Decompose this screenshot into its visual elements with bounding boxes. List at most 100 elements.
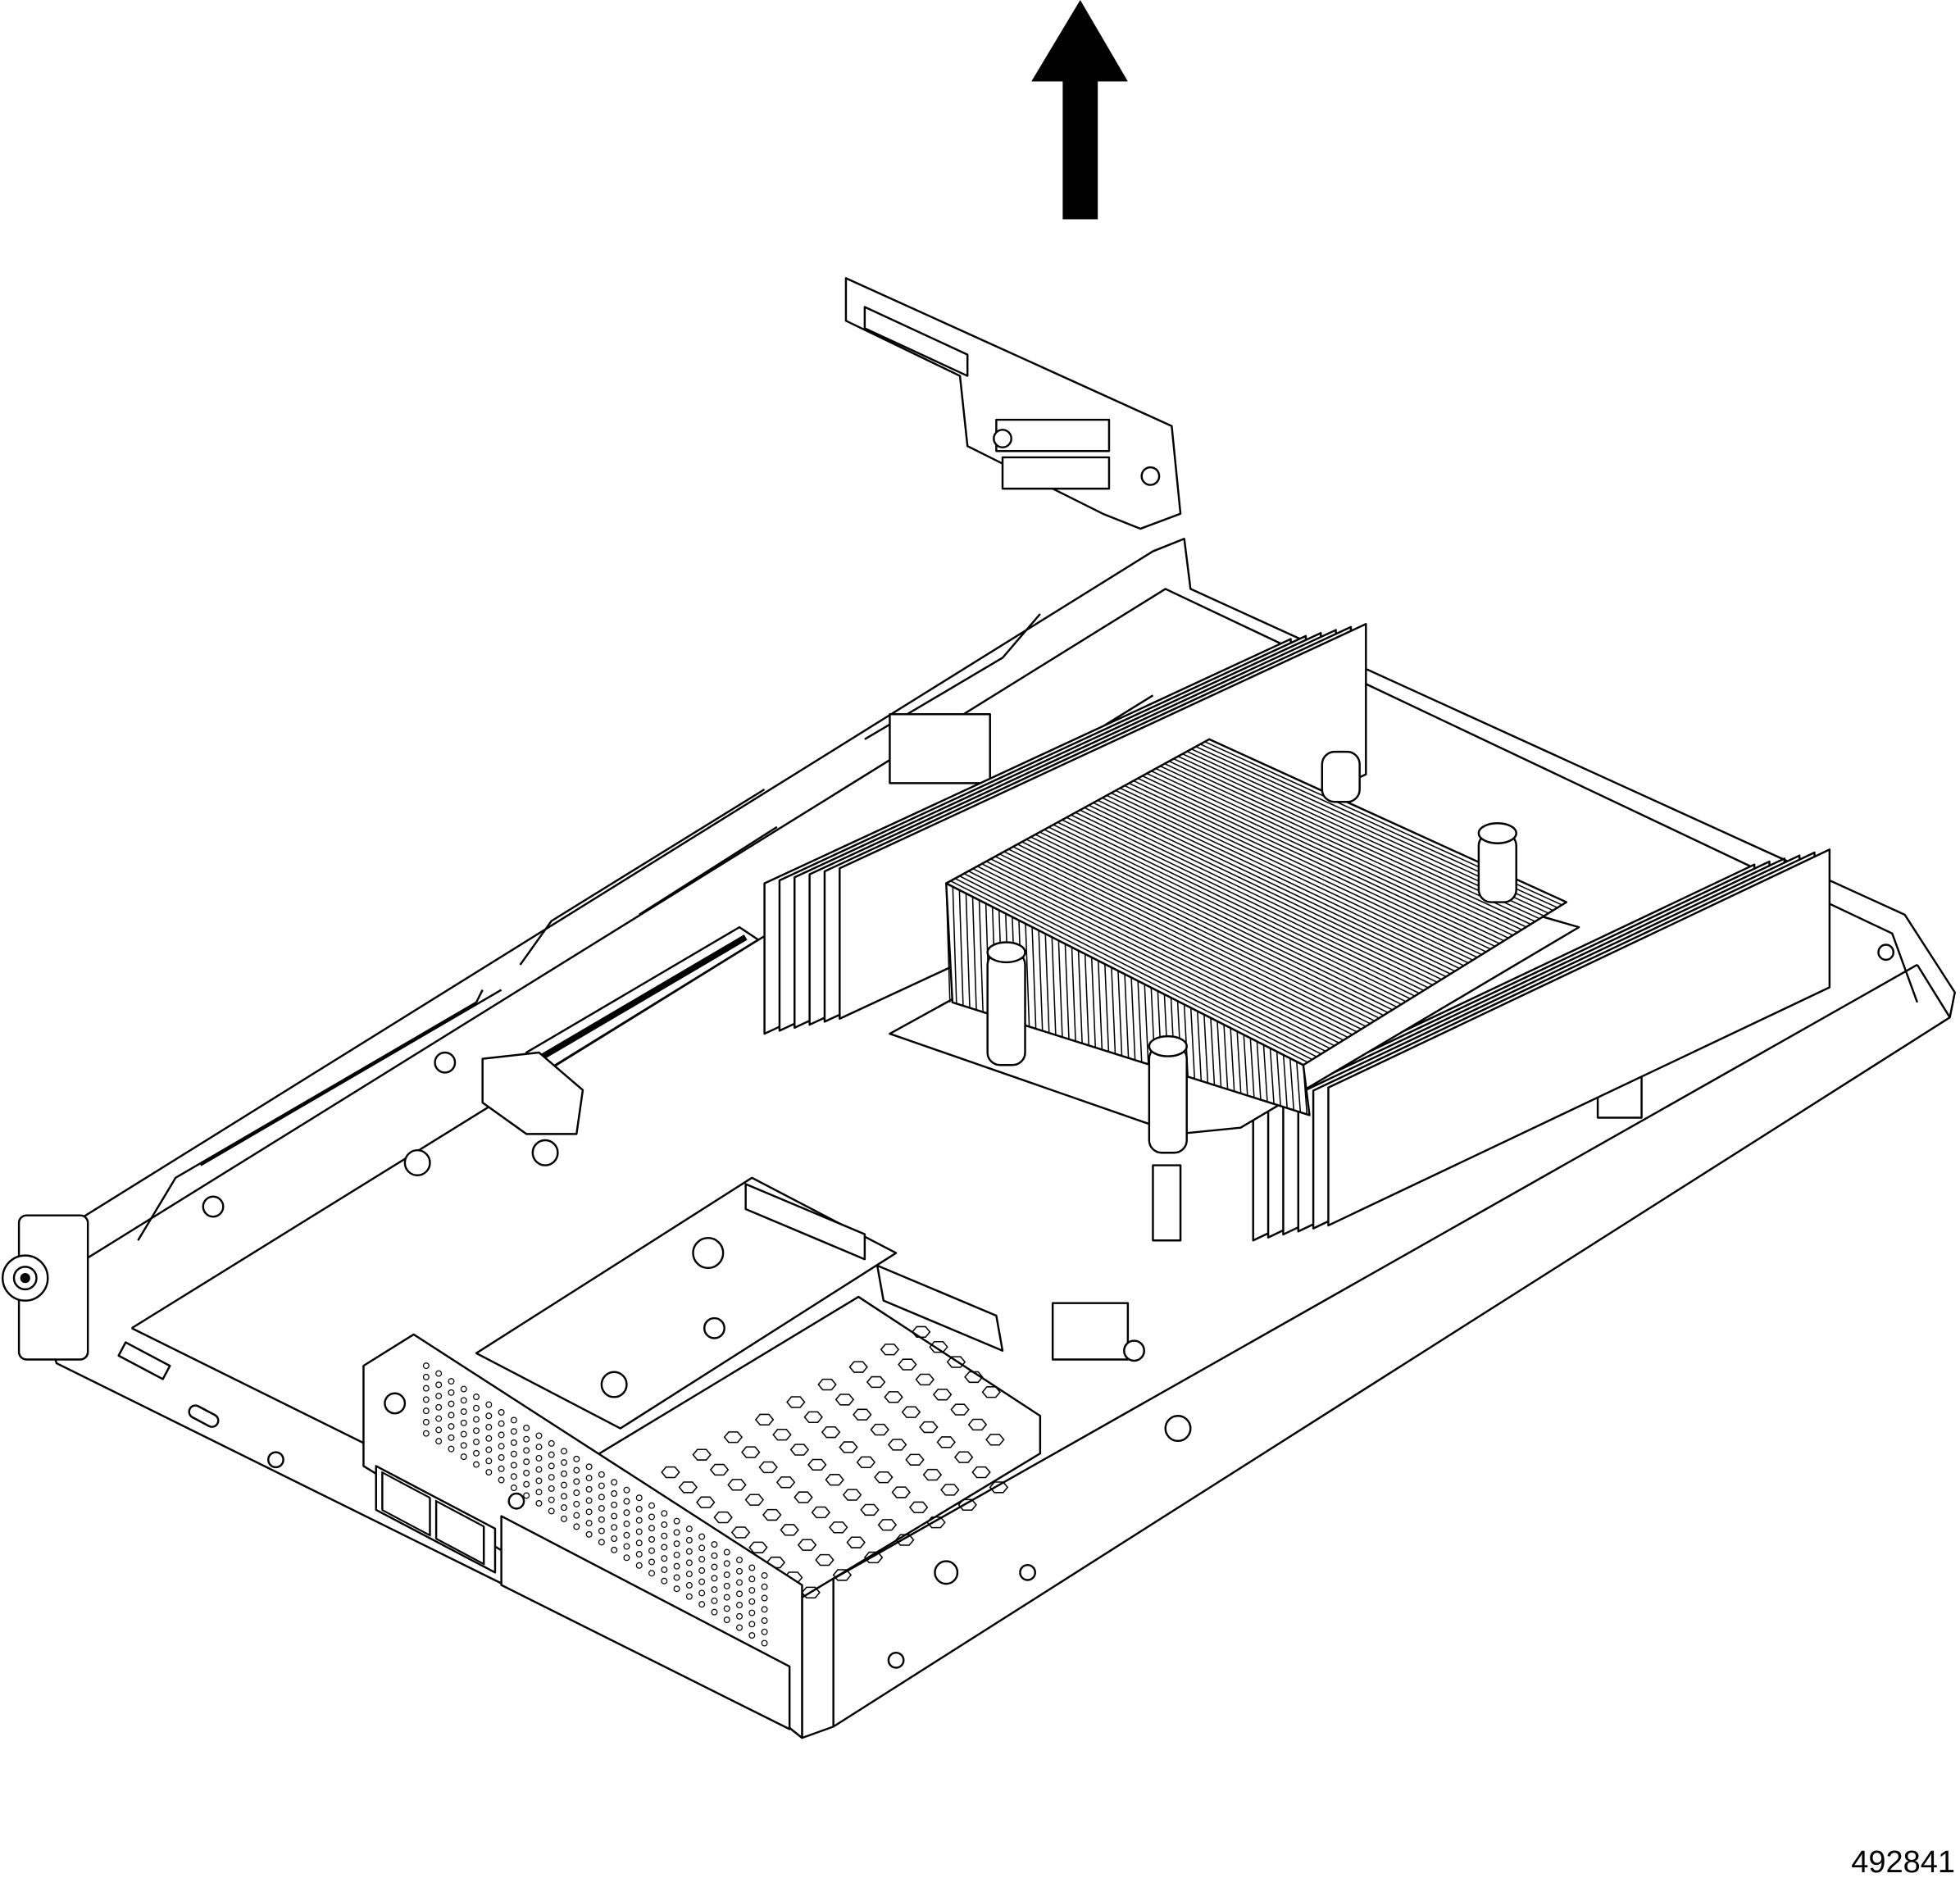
heatsink-screw	[986, 750, 1517, 1242]
perforation	[685, 1593, 693, 1600]
perforation	[473, 1449, 480, 1457]
perforation	[711, 1541, 718, 1548]
perforation	[623, 1498, 630, 1505]
perforation	[623, 1509, 630, 1516]
heatsink-fin	[978, 900, 984, 1013]
hex-vent	[922, 1468, 943, 1481]
heatsink-fin	[1189, 1007, 1196, 1080]
perforation	[460, 1397, 467, 1404]
perforation	[460, 1385, 467, 1393]
heatsink-fin	[1021, 841, 1380, 1019]
perforation	[635, 1506, 643, 1512]
heatsink-fin	[1025, 923, 1030, 1028]
perforation	[661, 1521, 668, 1528]
perforation	[635, 1539, 643, 1547]
perforation	[535, 1454, 543, 1462]
hex-vent	[915, 1373, 935, 1386]
heatsink-fin	[1262, 1044, 1268, 1103]
hex-vent	[807, 1458, 827, 1471]
perforation	[661, 1566, 668, 1573]
hex-vent	[953, 1451, 974, 1463]
heatsink-fin	[1289, 1058, 1295, 1112]
perforation	[711, 1575, 718, 1582]
perforation	[422, 1362, 430, 1370]
perforation	[561, 1493, 567, 1500]
perforation	[435, 1393, 443, 1400]
hex-vent	[860, 1503, 880, 1516]
perforation	[661, 1532, 668, 1539]
hex-vent	[887, 1439, 907, 1451]
perforation	[510, 1462, 517, 1469]
perforation	[711, 1608, 718, 1616]
perforation	[422, 1430, 430, 1437]
perforation	[761, 1617, 768, 1625]
hex-vent	[971, 1466, 991, 1479]
heatsink-fin	[1048, 826, 1407, 1003]
perforation	[535, 1489, 543, 1496]
perforation	[635, 1494, 643, 1502]
perforation	[448, 1389, 455, 1396]
hex-vent	[950, 1403, 970, 1416]
perforation	[673, 1529, 680, 1536]
perforation	[448, 1412, 455, 1419]
heatsink-fin	[1133, 780, 1491, 950]
perforation	[598, 1527, 605, 1535]
heatsink-fin	[1088, 804, 1447, 978]
hex-vent	[964, 1371, 984, 1384]
perforation	[448, 1434, 455, 1441]
heatsink-fin	[1077, 950, 1083, 1044]
perforation	[510, 1485, 517, 1491]
perforation	[661, 1544, 668, 1551]
perforation	[635, 1551, 643, 1557]
perforation	[523, 1480, 530, 1488]
perforation	[611, 1546, 618, 1553]
perforation	[673, 1574, 680, 1581]
perforation	[548, 1462, 555, 1470]
hex-vent	[727, 1479, 747, 1491]
hex-vent	[730, 1526, 751, 1539]
hex-vent	[842, 1489, 862, 1501]
perforation	[435, 1438, 443, 1445]
perforation	[585, 1463, 593, 1471]
perforation	[448, 1445, 455, 1453]
heatsink-fin	[1276, 1051, 1281, 1107]
heatsink-fin	[1044, 934, 1050, 1034]
perforation	[685, 1526, 693, 1533]
heatsink-fin	[1062, 819, 1420, 994]
hex-vent	[989, 1481, 1009, 1494]
perforation	[698, 1533, 706, 1540]
heatsink-fin	[999, 853, 1357, 1033]
hex-vent	[775, 1476, 796, 1489]
heatsink-fin	[1084, 953, 1089, 1047]
hex-vent	[741, 1446, 761, 1458]
perforation	[761, 1572, 768, 1579]
hex-vent	[723, 1431, 744, 1444]
heatsink-fin	[1236, 1031, 1242, 1094]
perforation	[698, 1589, 706, 1597]
perforation	[523, 1447, 530, 1454]
hex-vent	[908, 1501, 929, 1514]
hex-vent	[901, 1406, 921, 1418]
perforation	[448, 1378, 455, 1385]
hex-vent	[877, 1519, 898, 1531]
hex-vent	[748, 1541, 768, 1553]
perforation	[585, 1530, 593, 1538]
heatsink-fin	[1137, 777, 1496, 948]
perforation	[736, 1579, 743, 1586]
perforation	[573, 1455, 580, 1462]
hex-vent	[853, 1408, 872, 1421]
heatsink-fin	[1098, 960, 1103, 1051]
perforation	[460, 1430, 467, 1438]
hex-vent	[929, 1341, 948, 1353]
hex-vent	[786, 1396, 806, 1408]
perforation	[723, 1582, 730, 1589]
hex-vent	[895, 1534, 915, 1546]
heatsink-fin	[1303, 1065, 1308, 1116]
perforation	[585, 1497, 593, 1504]
hex-vent	[713, 1511, 733, 1524]
hex-vent	[911, 1325, 931, 1339]
perforation	[510, 1439, 517, 1446]
perforation	[736, 1557, 743, 1564]
perforation	[473, 1427, 480, 1435]
